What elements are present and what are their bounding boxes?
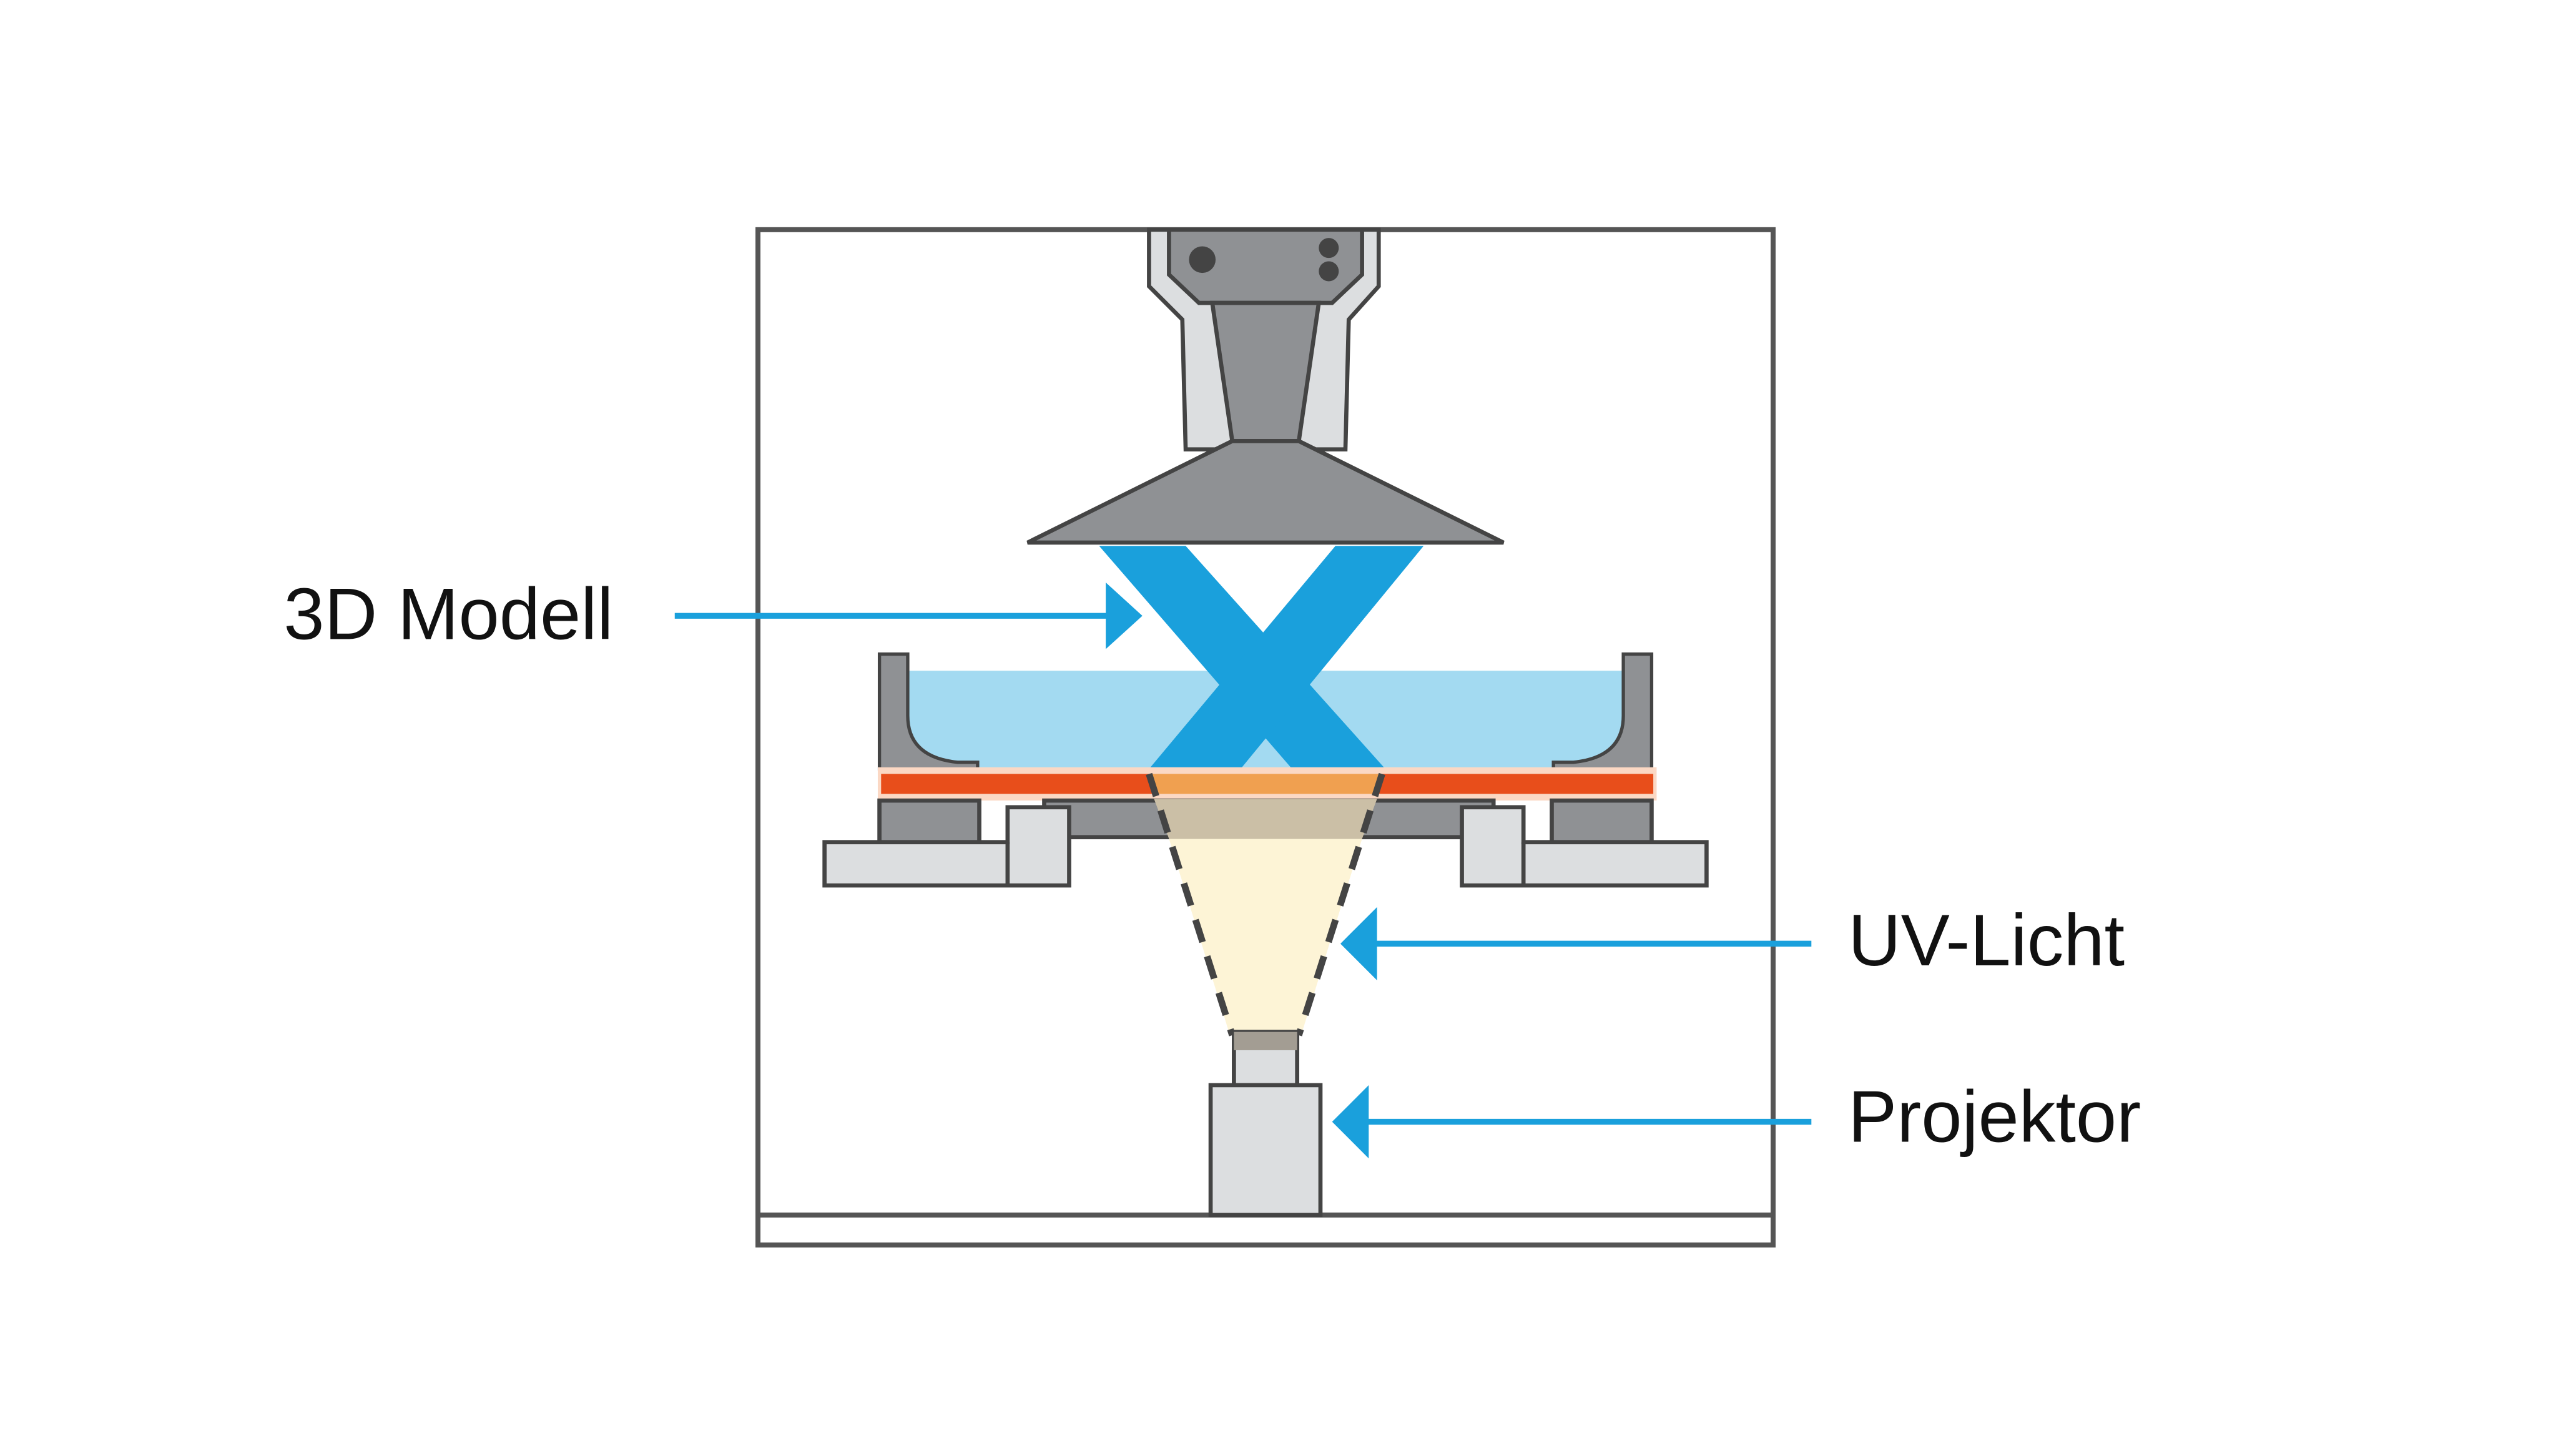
callout-arrow-3d-model bbox=[674, 582, 1143, 649]
projector-body bbox=[1208, 1083, 1323, 1218]
bolt-icon bbox=[1319, 261, 1339, 282]
bolt-icon bbox=[1319, 238, 1339, 259]
vat-film bbox=[877, 767, 1657, 801]
bolt-icon bbox=[1189, 246, 1216, 273]
3d-model bbox=[1099, 546, 1424, 769]
label-uv-light: UV-Licht bbox=[1848, 899, 2125, 981]
build-platform bbox=[1026, 439, 1505, 545]
label-3d-model: 3D Modell bbox=[283, 573, 613, 655]
uv-light-cone bbox=[1146, 772, 1385, 1037]
callout-arrow-uv-light bbox=[1340, 907, 1812, 980]
projector bbox=[1208, 1030, 1323, 1218]
build-head bbox=[1026, 227, 1505, 545]
callout-arrow-projector bbox=[1332, 1085, 1812, 1159]
label-projector: Projektor bbox=[1848, 1076, 2141, 1158]
vat-supports bbox=[822, 798, 1709, 888]
